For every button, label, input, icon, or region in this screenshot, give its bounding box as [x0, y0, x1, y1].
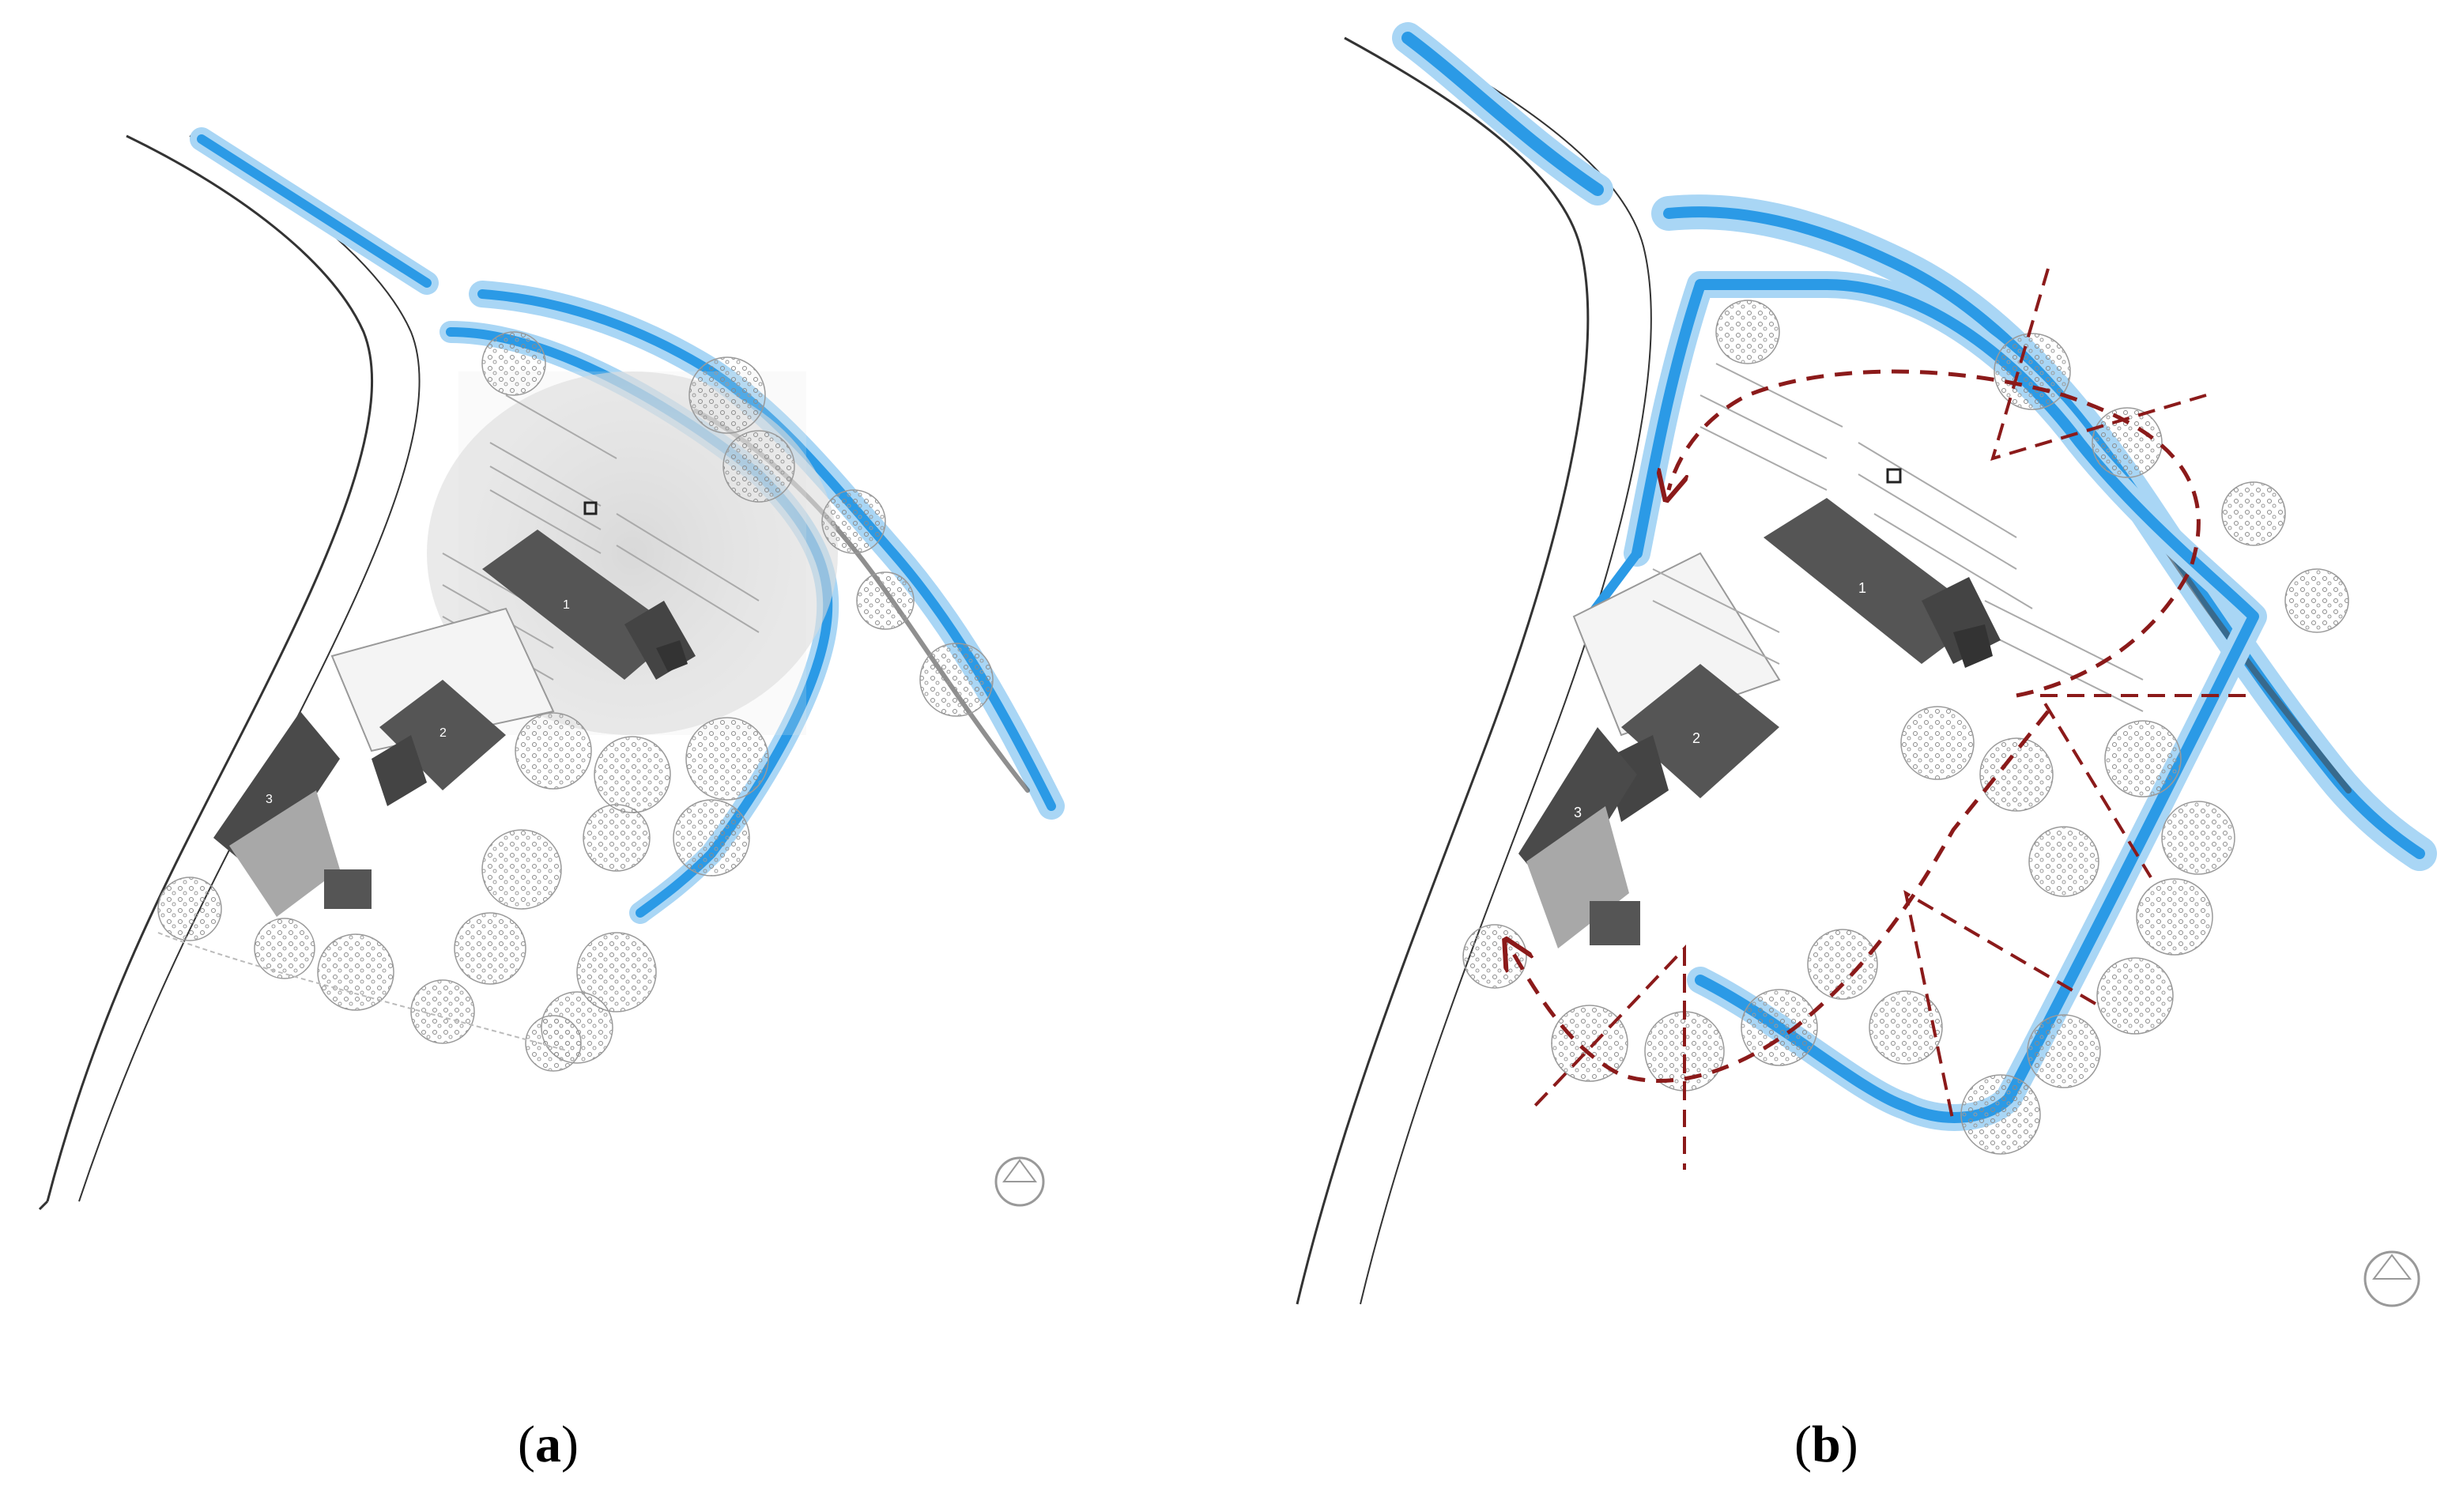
tree-icon	[821, 489, 886, 554]
tree-icon	[673, 799, 750, 877]
road	[1296, 36, 1652, 1305]
trees	[157, 331, 994, 1072]
tree-icon	[576, 932, 657, 1012]
tree-icon	[2092, 407, 2163, 478]
tree-icon	[515, 712, 592, 790]
tree-icon	[685, 717, 769, 801]
building-3: 3	[213, 711, 372, 917]
tree-icon	[1551, 1005, 1628, 1082]
tree-icon	[722, 430, 795, 503]
road	[38, 134, 421, 1211]
site-plan-b: 1 2 3	[1296, 22, 2437, 1307]
sight-line-icon	[1903, 890, 2097, 1123]
trees	[1462, 300, 2349, 1155]
tree-icon	[1741, 989, 1818, 1066]
tree-icon	[919, 643, 994, 717]
small-monument	[583, 501, 598, 515]
path-arrow-icon	[1511, 710, 2050, 1083]
tree-icon	[2221, 481, 2286, 546]
building-number-3: 3	[266, 793, 273, 806]
boundary-line	[157, 932, 570, 1052]
tree-icon	[583, 804, 651, 872]
tree-icon	[1960, 1074, 2041, 1155]
church-building-1: 1	[1764, 498, 2001, 668]
tree-icon	[1869, 990, 1943, 1065]
tree-icon	[454, 912, 526, 985]
tree-icon	[1994, 333, 2071, 410]
building-3: 3	[1518, 727, 1640, 948]
grave-rows	[1652, 363, 2144, 712]
tree-icon	[2104, 720, 2182, 797]
building-number-2: 2	[439, 726, 447, 740]
tree-icon	[2136, 878, 2213, 956]
tree-icon	[410, 979, 475, 1044]
north-compass-icon	[2363, 1250, 2420, 1307]
tree-icon	[1715, 300, 1780, 364]
panel-caption-b: (b)	[1794, 1416, 1858, 1473]
tree-icon	[2284, 568, 2349, 633]
tree-icon	[1979, 737, 2054, 812]
panel-caption-a: (a)	[518, 1416, 579, 1473]
tree-icon	[688, 356, 766, 434]
sight-line-icon	[2037, 694, 2246, 879]
tree-icon	[525, 1015, 582, 1072]
site-plan-a: 1 2 3	[38, 127, 1065, 1211]
tree-icon	[1900, 706, 1975, 780]
small-monument	[1886, 468, 1902, 484]
tree-icon	[481, 331, 546, 396]
tree-icon	[317, 933, 394, 1011]
map-panel-a: 1 2 3	[38, 127, 1065, 1473]
north-compass-icon	[994, 1156, 1045, 1207]
tree-icon	[2161, 801, 2235, 875]
sight-line-icon	[1990, 268, 2207, 461]
building-number-1: 1	[1858, 580, 1866, 596]
building-2: 2	[372, 680, 506, 806]
tree-icon	[856, 571, 915, 630]
path-arrow-icon	[1669, 369, 2201, 698]
tree-icon	[481, 829, 562, 910]
tree-icon	[157, 877, 222, 941]
tree-icon	[2027, 1014, 2101, 1088]
map-panel-b: 1 2 3	[1226, 0, 2452, 1512]
tree-icon	[1807, 929, 1878, 1000]
tree-icon	[594, 736, 671, 813]
church-building-1: 1	[482, 530, 696, 680]
tree-icon	[254, 918, 315, 979]
tree-icon	[2028, 826, 2099, 897]
tree-icon	[2096, 957, 2174, 1035]
walking-path	[1511, 369, 2201, 1083]
building-number-2: 2	[1692, 730, 1700, 746]
building-number-1: 1	[563, 598, 570, 612]
building-number-3: 3	[1574, 805, 1582, 820]
sight-lines	[1533, 268, 2246, 1170]
